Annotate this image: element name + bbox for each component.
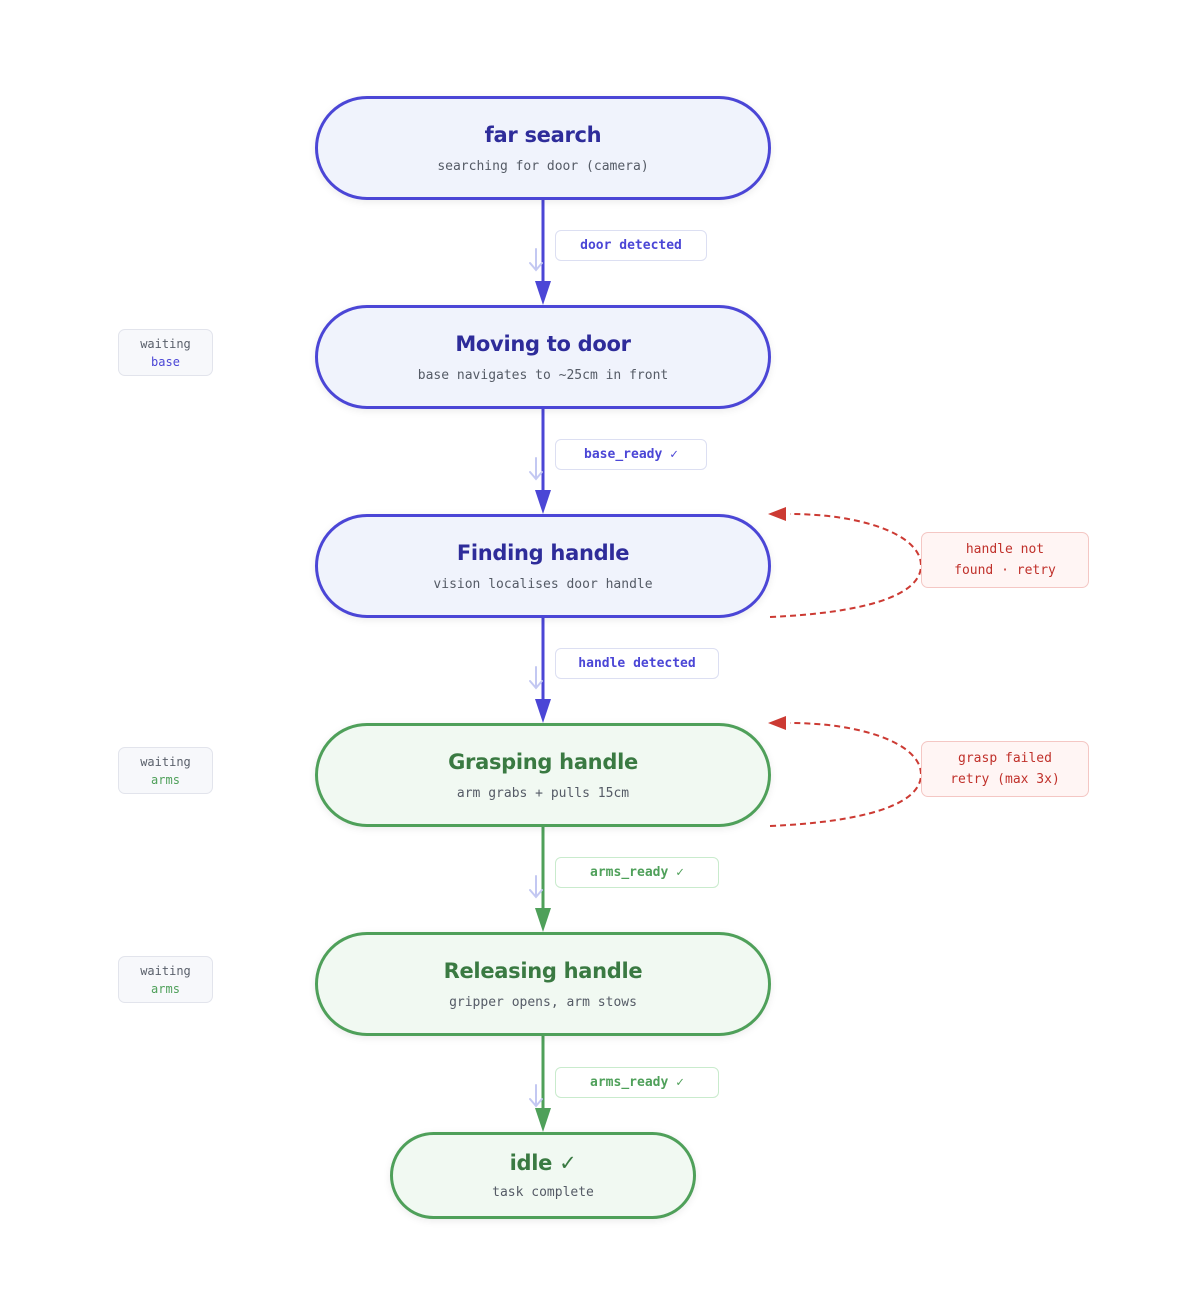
flow-hint-arrow-icon: [529, 1084, 543, 1108]
state-title: Grasping handle: [448, 749, 638, 774]
waiting-label: waiting: [140, 963, 191, 978]
retry-line: found · retry: [954, 563, 1056, 578]
state-moving-to-door: Moving to door base navigates to ~25cm i…: [315, 305, 771, 409]
flow-hint-arrow-icon: [529, 875, 543, 899]
waiting-label: waiting: [140, 754, 191, 769]
state-subtitle: gripper opens, arm stows: [449, 994, 637, 1010]
state-title: Finding handle: [456, 540, 630, 565]
state-title: far search: [484, 122, 602, 147]
flow-hint-arrow-icon: [529, 248, 543, 272]
retry-line: handle not: [965, 542, 1045, 557]
state-subtitle: task complete: [492, 1185, 594, 1200]
retry-arrow-head-icon: [768, 716, 786, 730]
state-title: idle ✓: [509, 1151, 577, 1175]
transition-label-arms-ready: arms_ready ✓: [555, 1067, 719, 1098]
arrow-head-icon: [535, 281, 551, 305]
state-subtitle: arm grabs + pulls 15cm: [456, 785, 630, 801]
retry-loop-line: [769, 722, 923, 827]
retry-line: grasp failed: [958, 751, 1052, 766]
flow-hint-arrow-icon: [529, 666, 543, 690]
waiting-chip-arms: waiting arms: [118, 747, 213, 794]
retry-label-grasp-failed: grasp failed retry (max 3x): [921, 741, 1089, 797]
transition-label-door-detected: door detected: [555, 230, 707, 261]
retry-label-handle-not-found: handle not found · retry: [921, 532, 1089, 588]
arrow-head-icon: [535, 1108, 551, 1132]
arrow-head-icon: [535, 490, 551, 514]
retry-loop-line: [769, 513, 923, 618]
state-releasing-handle: Releasing handle gripper opens, arm stow…: [315, 932, 771, 1036]
state-grasping-handle: Grasping handle arm grabs + pulls 15cm: [315, 723, 771, 827]
transition-label-base-ready: base_ready ✓: [555, 439, 707, 470]
retry-arrow-head-icon: [768, 507, 786, 521]
state-subtitle: searching for door (camera): [437, 158, 649, 174]
transition-label-handle-detected: handle detected: [555, 648, 719, 679]
transition-label-arms-ready: arms_ready ✓: [555, 857, 719, 888]
waiting-who: arms: [151, 981, 180, 996]
retry-line: retry (max 3x): [950, 772, 1060, 787]
waiting-chip-arms: waiting arms: [118, 956, 213, 1003]
state-idle: idle ✓ task complete: [390, 1132, 696, 1219]
state-subtitle: vision localises door handle: [433, 576, 653, 592]
waiting-who: base: [151, 354, 180, 369]
state-subtitle: base navigates to ~25cm in front: [417, 367, 669, 383]
arrow-head-icon: [535, 908, 551, 932]
state-far-search: far search searching for door (camera): [315, 96, 771, 200]
state-title: Releasing handle: [443, 958, 643, 983]
waiting-who: arms: [151, 772, 180, 787]
state-finding-handle: Finding handle vision localises door han…: [315, 514, 771, 618]
flow-hint-arrow-icon: [529, 457, 543, 481]
waiting-chip-base: waiting base: [118, 329, 213, 376]
waiting-label: waiting: [140, 336, 191, 351]
arrow-head-icon: [535, 699, 551, 723]
state-title: Moving to door: [455, 331, 631, 356]
